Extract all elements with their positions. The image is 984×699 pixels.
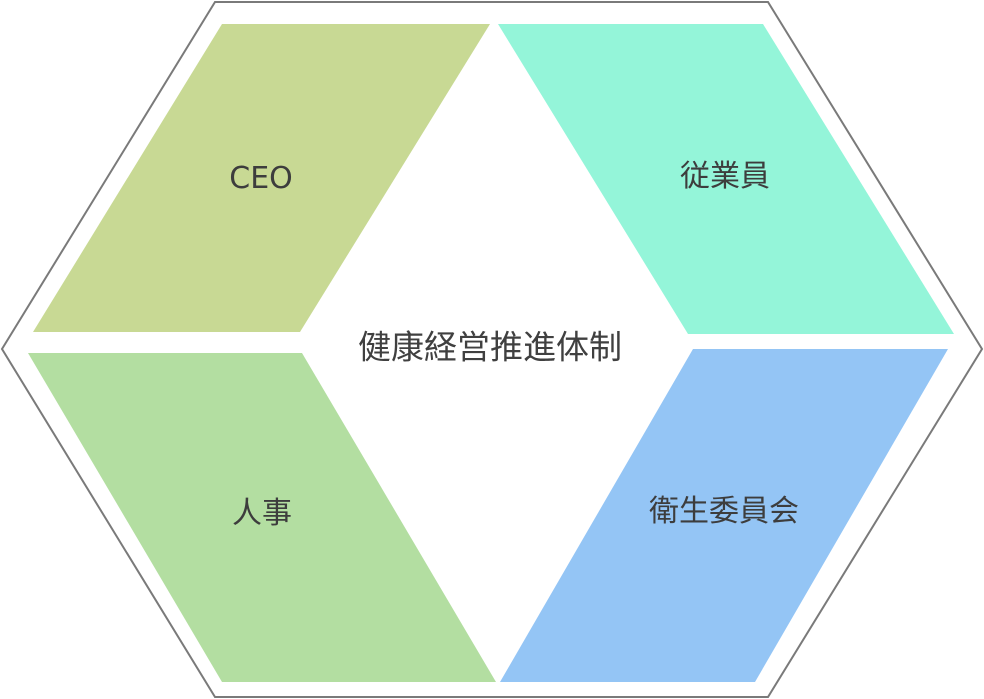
panel-label-health-committee: 衛生委員会: [649, 494, 799, 529]
panel-top-left: [33, 24, 490, 332]
panel-label-employees: 従業員: [680, 159, 770, 194]
panel-bottom-left: [28, 353, 496, 682]
panel-top-right: [498, 24, 954, 334]
panel-label-hr: 人事: [232, 496, 292, 531]
panel-bottom-right: [500, 349, 948, 682]
center-title: 健康経営推進体制: [358, 327, 622, 367]
panel-label-ceo: CEO: [229, 161, 293, 196]
